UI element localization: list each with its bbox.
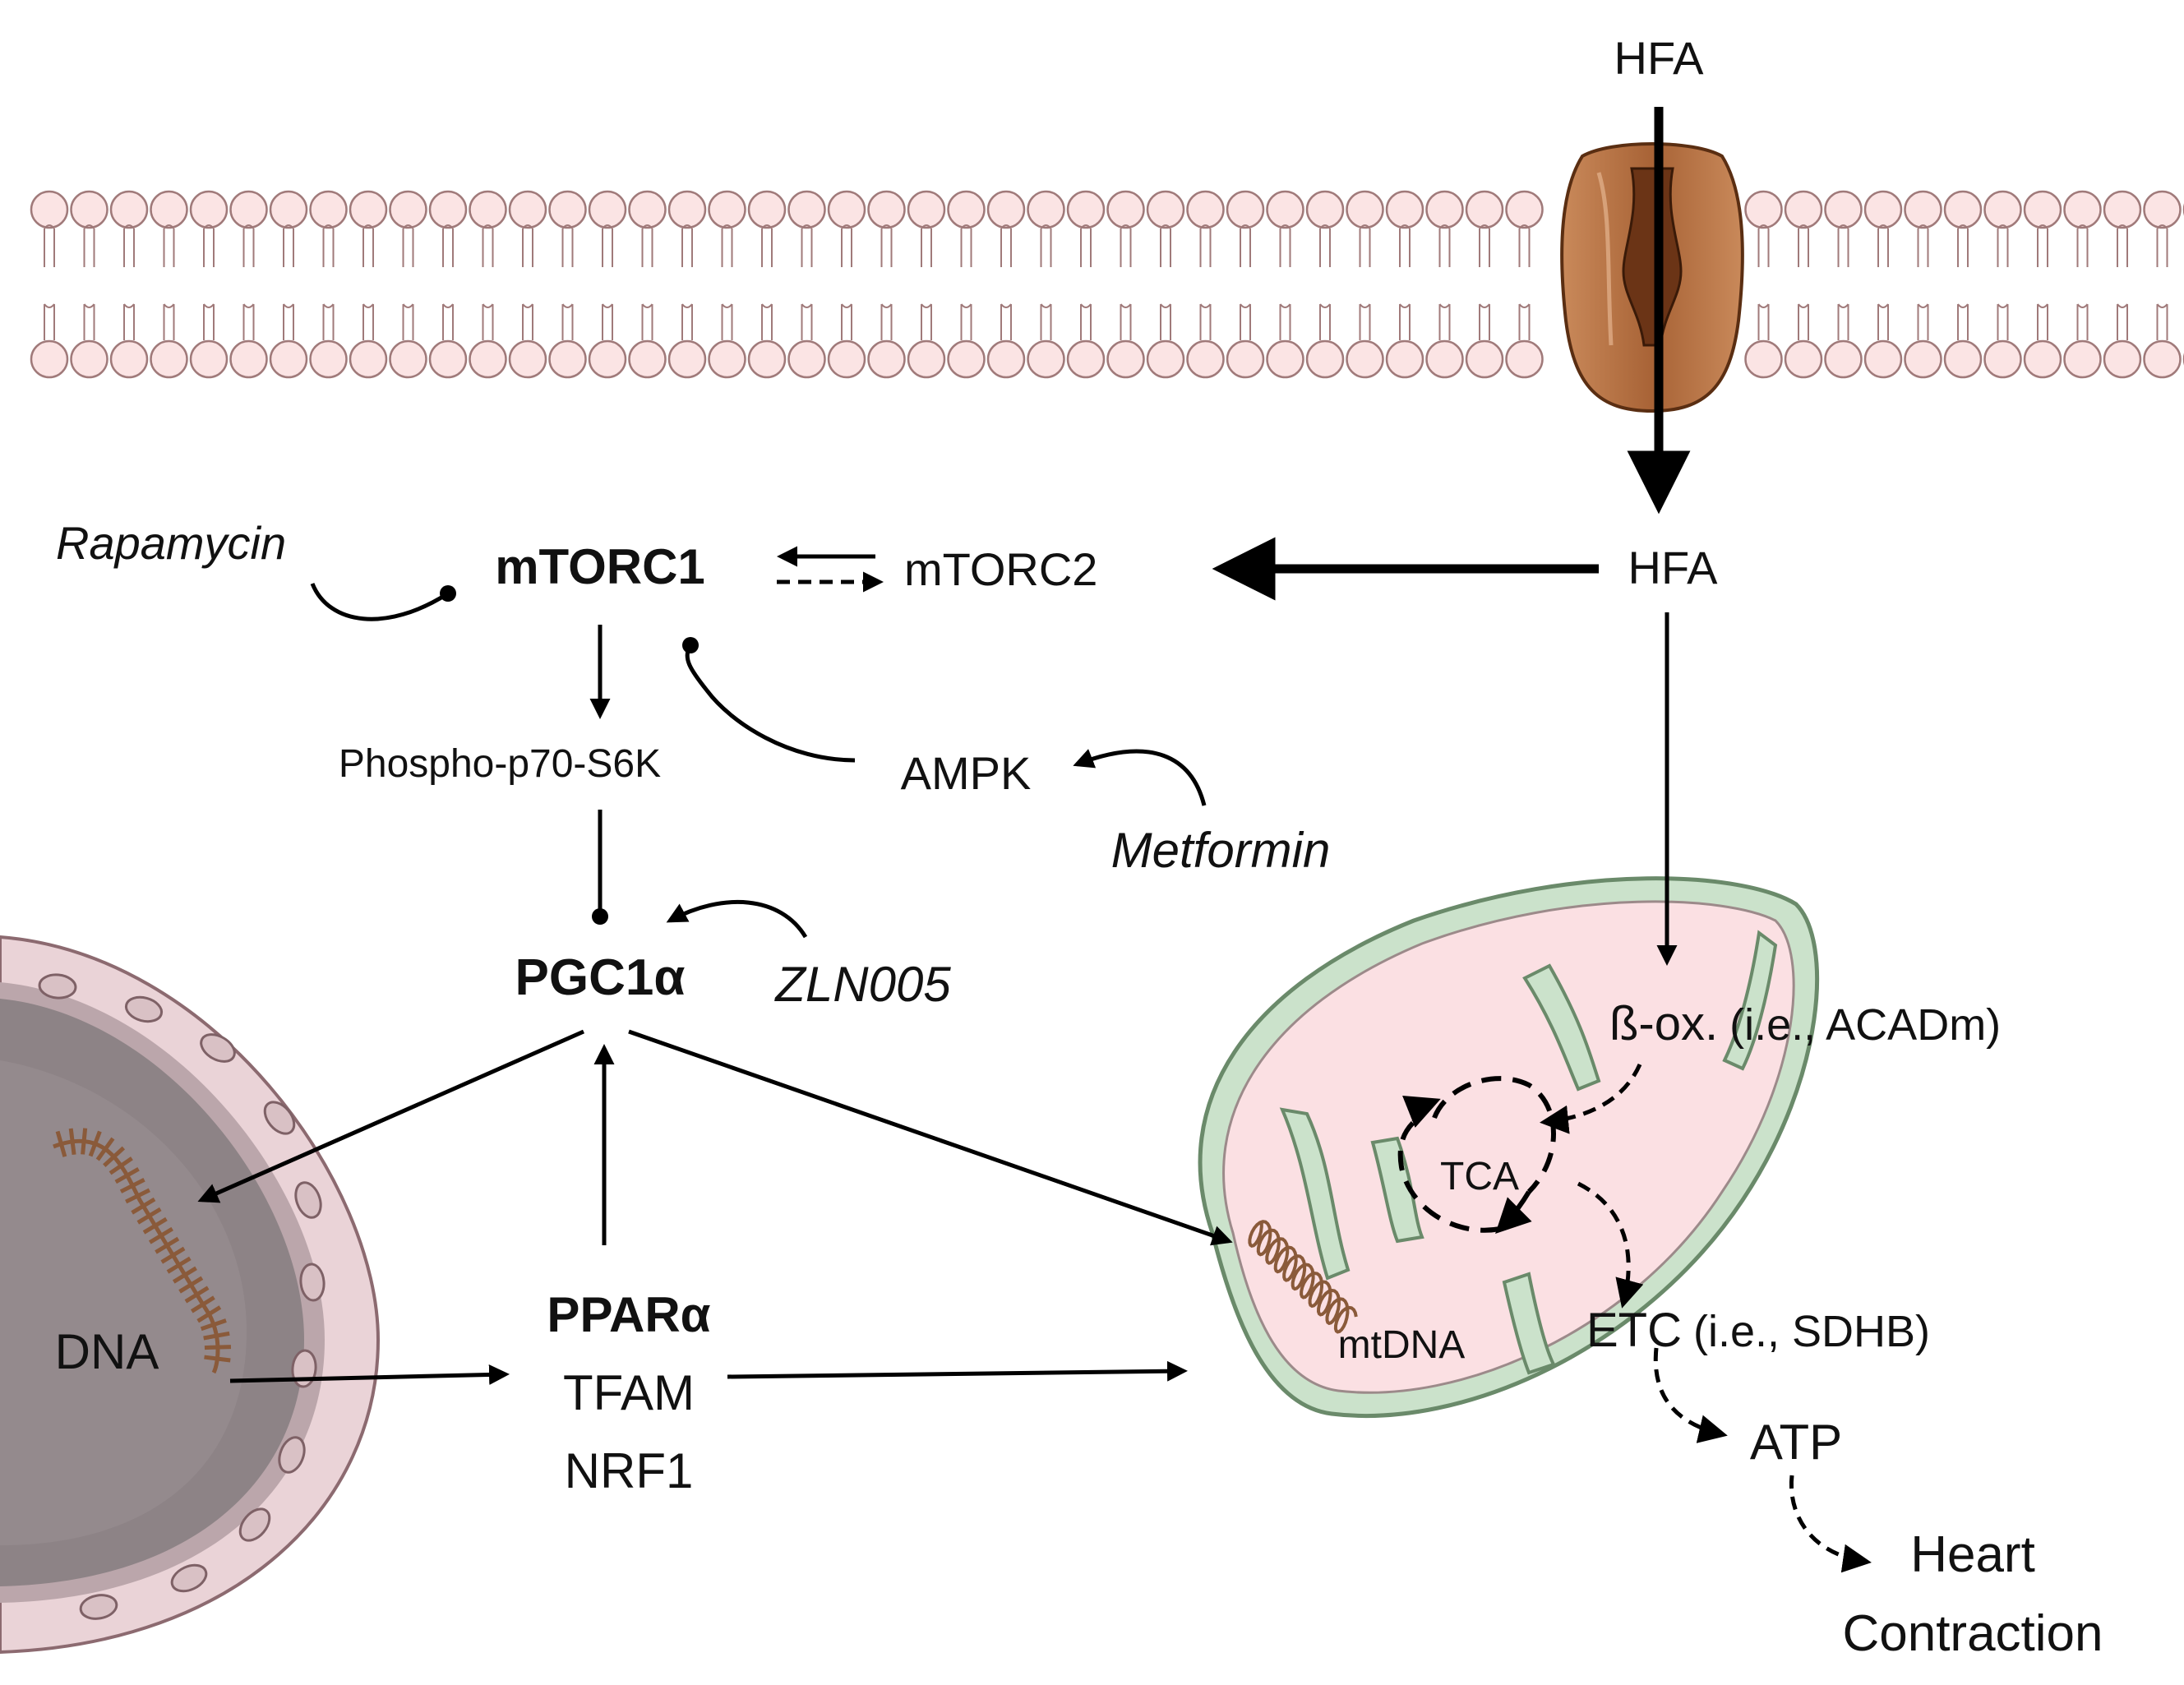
mtdna-label: mtDNA <box>1338 1323 1466 1367</box>
rapamycin-inhibits-mtorc1-line <box>310 583 456 621</box>
tfam-label: TFAM <box>563 1365 695 1420</box>
tca-to-etc-arrow <box>1577 1181 1644 1309</box>
tfam-to-mitochondrion-arrow <box>727 1360 1188 1382</box>
zln005-label: ZLN005 <box>773 957 951 1012</box>
mtorc1-label: mTORC1 <box>495 539 705 594</box>
nucleus-icon <box>0 935 381 1655</box>
metformin-to-ampk-arrow <box>1073 749 1207 806</box>
ampk-inhibits-mtorc1-line <box>682 637 856 763</box>
etc-to-atp-arrow <box>1653 1347 1728 1443</box>
pgc1a-to-mtdna-arrow <box>628 1029 1233 1246</box>
tca-label: TCA <box>1440 1155 1519 1198</box>
dna-to-ppara-arrow <box>229 1364 510 1385</box>
metformin-label: Metformin <box>1111 823 1331 878</box>
heart-label-line1: Heart <box>1910 1526 2035 1583</box>
etc-label: ETC(i.e., SDHB) <box>1586 1304 1930 1357</box>
ppara-label: PPARα <box>547 1287 710 1342</box>
pgc1a-to-dna-arrow <box>197 1029 585 1203</box>
rapamycin-label: Rapamycin <box>56 517 286 569</box>
pgc1a-label: PGC1α <box>515 949 686 1006</box>
beta-ox-label: ß-ox.(i.e., ACADm) <box>1609 997 2001 1050</box>
hfa-top-label: HFA <box>1614 32 1705 84</box>
cell-membrane <box>30 190 2184 379</box>
dna-label: DNA <box>55 1324 159 1379</box>
zln005-to-pgc1a-arrow <box>666 900 808 939</box>
membrane-channel-icon <box>1560 142 1744 413</box>
hfa-mid-label: HFA <box>1628 542 1719 593</box>
mtorc2-label: mTORC2 <box>904 543 1097 595</box>
nrf1-label: NRF1 <box>565 1443 694 1498</box>
heart-label-line2: Contraction <box>1842 1605 2103 1662</box>
atp-to-heart-arrow <box>1789 1475 1872 1573</box>
ampk-label: AMPK <box>901 747 1032 799</box>
mitochondrion-icon <box>1198 876 1820 1419</box>
phospho-p70-label: Phospho-p70-S6K <box>339 742 661 786</box>
tca-cycle-icon <box>1397 1076 1556 1234</box>
atp-label: ATP <box>1750 1415 1842 1470</box>
